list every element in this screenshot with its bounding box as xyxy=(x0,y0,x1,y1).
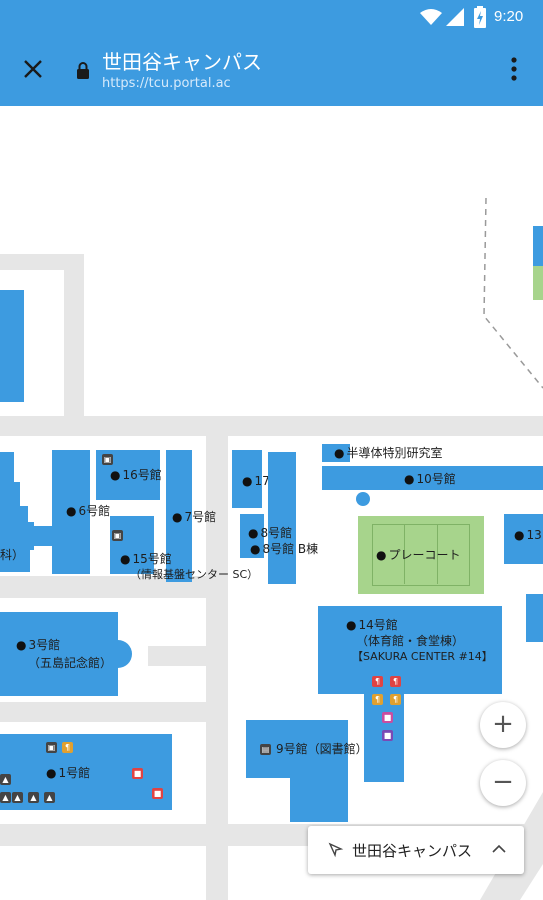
restroom-icon: ▲ xyxy=(12,792,23,803)
close-icon[interactable] xyxy=(22,58,44,80)
shop-icon: ■ xyxy=(152,788,163,799)
road xyxy=(0,416,543,436)
building-9-wing[interactable] xyxy=(290,774,348,822)
clock: 9:20 xyxy=(494,8,524,25)
building-left-stepped[interactable] xyxy=(0,452,40,572)
transit-icon: ▣ xyxy=(102,454,113,465)
building-sublabel-14b: 【SAKURA CENTER #14】 xyxy=(352,650,493,663)
building-label-13: 13 xyxy=(514,528,541,542)
zoom-out-button[interactable]: − xyxy=(480,760,526,806)
campus-map[interactable]: 科） 6号館 16号館 ▣ 7号館 15号館 （情報基盤センター SC） ▣ 1… xyxy=(0,106,543,900)
shop-icon: ■ xyxy=(132,768,143,779)
chevron-up-icon xyxy=(492,844,506,853)
transit-icon: ▣ xyxy=(112,530,123,541)
building-label-14: 14号館 xyxy=(346,618,397,632)
zoom-in-button[interactable]: + xyxy=(480,702,526,748)
restaurant-icon: ¶ xyxy=(372,676,383,687)
building-sublabel-14: （体育館・食堂棟） xyxy=(356,634,465,648)
restaurant-icon: ¶ xyxy=(372,694,383,705)
campus-selector[interactable]: 世田谷キャンパス xyxy=(308,826,524,874)
building-partial[interactable] xyxy=(533,226,543,266)
building-3-bay[interactable] xyxy=(112,640,132,668)
building-label-8b: 8号館 B棟 xyxy=(250,542,318,556)
wifi-icon xyxy=(420,9,442,25)
road xyxy=(64,254,84,416)
building-sublabel-3: （五島記念館） xyxy=(28,656,113,670)
road xyxy=(206,416,228,900)
court-lines xyxy=(372,524,470,586)
road xyxy=(148,646,206,666)
building-partial[interactable] xyxy=(0,290,24,402)
road xyxy=(0,576,206,598)
building-8[interactable] xyxy=(268,452,296,584)
restaurant-icon: ¶ xyxy=(62,742,73,753)
building-sublabel-15: （情報基盤センター SC） xyxy=(130,568,259,581)
building-label-10: 10号館 xyxy=(404,472,455,486)
green-area-partial xyxy=(533,266,543,300)
building-label-16: 16号館 xyxy=(110,468,161,482)
cursor-icon xyxy=(328,842,344,858)
campus-selector-label: 世田谷キャンパス xyxy=(352,842,473,860)
signal-icon xyxy=(446,8,464,26)
building-6-wing[interactable] xyxy=(34,526,54,546)
page-url: https://tcu.portal.ac xyxy=(102,76,231,91)
atm-icon: ■ xyxy=(382,730,393,741)
building-label-7: 7号館 xyxy=(172,510,216,524)
restroom-icon: ▲ xyxy=(0,774,11,785)
building-label-partial: 科） xyxy=(0,548,25,562)
more-options-icon[interactable] xyxy=(508,56,520,82)
library-icon: ▤ xyxy=(260,744,271,755)
building-3[interactable] xyxy=(0,612,118,696)
battery-icon xyxy=(474,6,486,28)
restaurant-icon: ¶ xyxy=(390,676,401,687)
lock-icon xyxy=(77,62,89,79)
shop-icon: ■ xyxy=(382,712,393,723)
restroom-icon: ▲ xyxy=(44,792,55,803)
road xyxy=(0,702,206,722)
building-label-15: 15号館 xyxy=(120,552,171,566)
building-partial-right[interactable] xyxy=(526,594,543,642)
transit-icon: ▣ xyxy=(46,742,57,753)
building-10-rotunda[interactable] xyxy=(356,492,370,506)
page-title: 世田谷キャンパス xyxy=(102,50,262,74)
status-bar: 9:20 xyxy=(0,0,543,34)
restroom-icon: ▲ xyxy=(28,792,39,803)
road xyxy=(0,254,84,270)
building-label-1: 1号館 xyxy=(46,766,90,780)
browser-app-bar: 世田谷キャンパス https://tcu.portal.ac xyxy=(0,34,543,106)
building-label-6: 6号館 xyxy=(66,504,110,518)
restaurant-icon: ¶ xyxy=(390,694,401,705)
restroom-icon: ▲ xyxy=(0,792,11,803)
court-label: プレーコート xyxy=(376,548,460,562)
building-label-8: 8号館 xyxy=(248,526,292,540)
building-label-3: 3号館 xyxy=(16,638,60,652)
building-label-semiconductor: 半導体特別研究室 xyxy=(334,446,442,460)
building-label-9: 9号館（図書館） xyxy=(276,742,368,756)
